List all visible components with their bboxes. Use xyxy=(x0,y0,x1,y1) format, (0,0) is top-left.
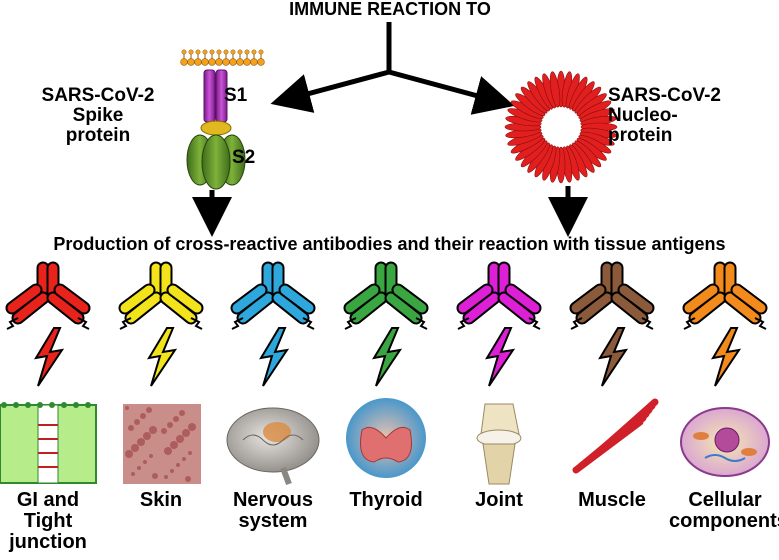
tissue-label-line1: Joint xyxy=(475,489,523,511)
spike-label-line3: protein xyxy=(65,124,131,146)
subtitle: Production of cross-reactive antibodies … xyxy=(53,234,726,254)
tissue-label-line1: GI and xyxy=(16,489,80,511)
tissue-label-line3: junction xyxy=(9,531,87,553)
lightning-bolt-icon xyxy=(711,327,742,387)
lightning-bolt-icon xyxy=(34,327,65,387)
nucleoprotein-icon xyxy=(504,70,618,184)
nucleoprotein-label: SARS-CoV-2 Nucleo- protein xyxy=(608,86,738,146)
tissue-label-line1: Skin xyxy=(139,489,183,511)
antibody-icon xyxy=(343,261,429,330)
antibody-icon xyxy=(118,261,204,330)
tissue-label-line2: system xyxy=(238,510,308,532)
tissue-label-line1: Muscle xyxy=(578,489,646,511)
tissue-label-line1: Nervous xyxy=(232,489,314,511)
s1-label: S1 xyxy=(224,85,248,106)
lightning-bolt-icon xyxy=(372,327,403,387)
antibody-icon xyxy=(230,261,316,330)
knee-joint-image xyxy=(476,403,522,485)
lightning-bolt-icon xyxy=(485,327,516,387)
nucleo-label-line3: protein xyxy=(608,124,673,146)
spike-protein-label: SARS-CoV-2 Spike protein xyxy=(28,86,168,146)
tissue-label-line1: Cellular xyxy=(688,489,762,511)
lightning-bolt-icon xyxy=(259,327,290,387)
spike-label-line1: SARS-CoV-2 xyxy=(41,85,155,106)
tissue-label-line1: Thyroid xyxy=(349,489,423,511)
nucleo-label-line1: SARS-CoV-2 xyxy=(608,85,721,106)
antibody-icon xyxy=(456,261,542,330)
cell-image xyxy=(680,407,770,477)
lightning-bolt-icon xyxy=(147,327,178,387)
spike-protein-icon xyxy=(180,49,265,190)
tissue-label: Thyroid xyxy=(330,490,442,511)
antibody-icon xyxy=(682,261,768,330)
muscle-image xyxy=(572,398,659,474)
tissue-label: Skin xyxy=(105,490,217,511)
diagram-title: IMMUNE REACTION TO xyxy=(289,0,491,19)
antibody-icon xyxy=(5,261,91,330)
lightning-bolt-icon xyxy=(598,327,629,387)
tissue-label-line2: components xyxy=(669,510,779,532)
brain-image xyxy=(226,407,320,486)
spike-label-line2: Spike xyxy=(72,104,124,126)
tissue-label-line2: Tight xyxy=(23,510,73,532)
tissue-label: Joint xyxy=(443,490,555,511)
top-connector xyxy=(270,22,515,115)
gi-tight-junction-image xyxy=(0,402,97,484)
thyroid-image xyxy=(346,398,426,478)
s2-label: S2 xyxy=(232,147,256,168)
antibody-icon xyxy=(569,261,655,330)
tissue-label: Muscle xyxy=(556,490,668,511)
skin-image xyxy=(123,404,201,484)
nucleo-label-line2: Nucleo- xyxy=(608,104,678,126)
